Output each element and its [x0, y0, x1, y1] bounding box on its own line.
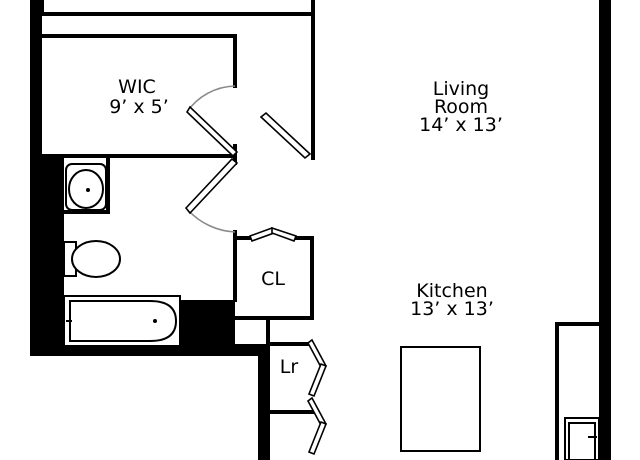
lr-bifold-door-lower: [307, 362, 328, 398]
sink-bowl: [68, 169, 104, 209]
wic-size: 9’ x 5’: [109, 96, 169, 118]
bath-door: [184, 157, 239, 215]
living-room-size: 14’ x 13’: [419, 114, 503, 136]
bathtub-basin: [69, 300, 178, 342]
wic-door: [185, 105, 239, 158]
linen-label: Lr: [280, 356, 299, 378]
kitchen-size: 13’ x 13’: [410, 298, 494, 320]
living-door-leaf: [259, 111, 312, 160]
cl-bifold-door-left: [248, 226, 276, 243]
right-exterior-wall: [599, 0, 611, 460]
kitchen-island: [400, 346, 481, 452]
living-room-label-line1: Living: [433, 78, 490, 100]
sink-drain: [86, 188, 90, 192]
wic-door-swing: [186, 85, 236, 113]
tub-drain: [153, 319, 157, 323]
bath-left-wall: [30, 158, 64, 355]
bath-corner-block: [180, 300, 235, 348]
toilet-bowl: [71, 240, 121, 278]
bath-door-swing: [187, 209, 236, 233]
cl-bifold-door-right: [271, 226, 298, 243]
living-room-label-line2: Room: [434, 96, 488, 118]
lr-bifold-door-lower-2: [307, 420, 328, 456]
kitchen-label: Kitchen: [416, 280, 487, 302]
closet-label: CL: [261, 268, 285, 290]
wic-label: WIC: [118, 76, 156, 98]
kitchen-sink-basin: [568, 422, 596, 460]
hall-wall-stub: [258, 346, 270, 460]
